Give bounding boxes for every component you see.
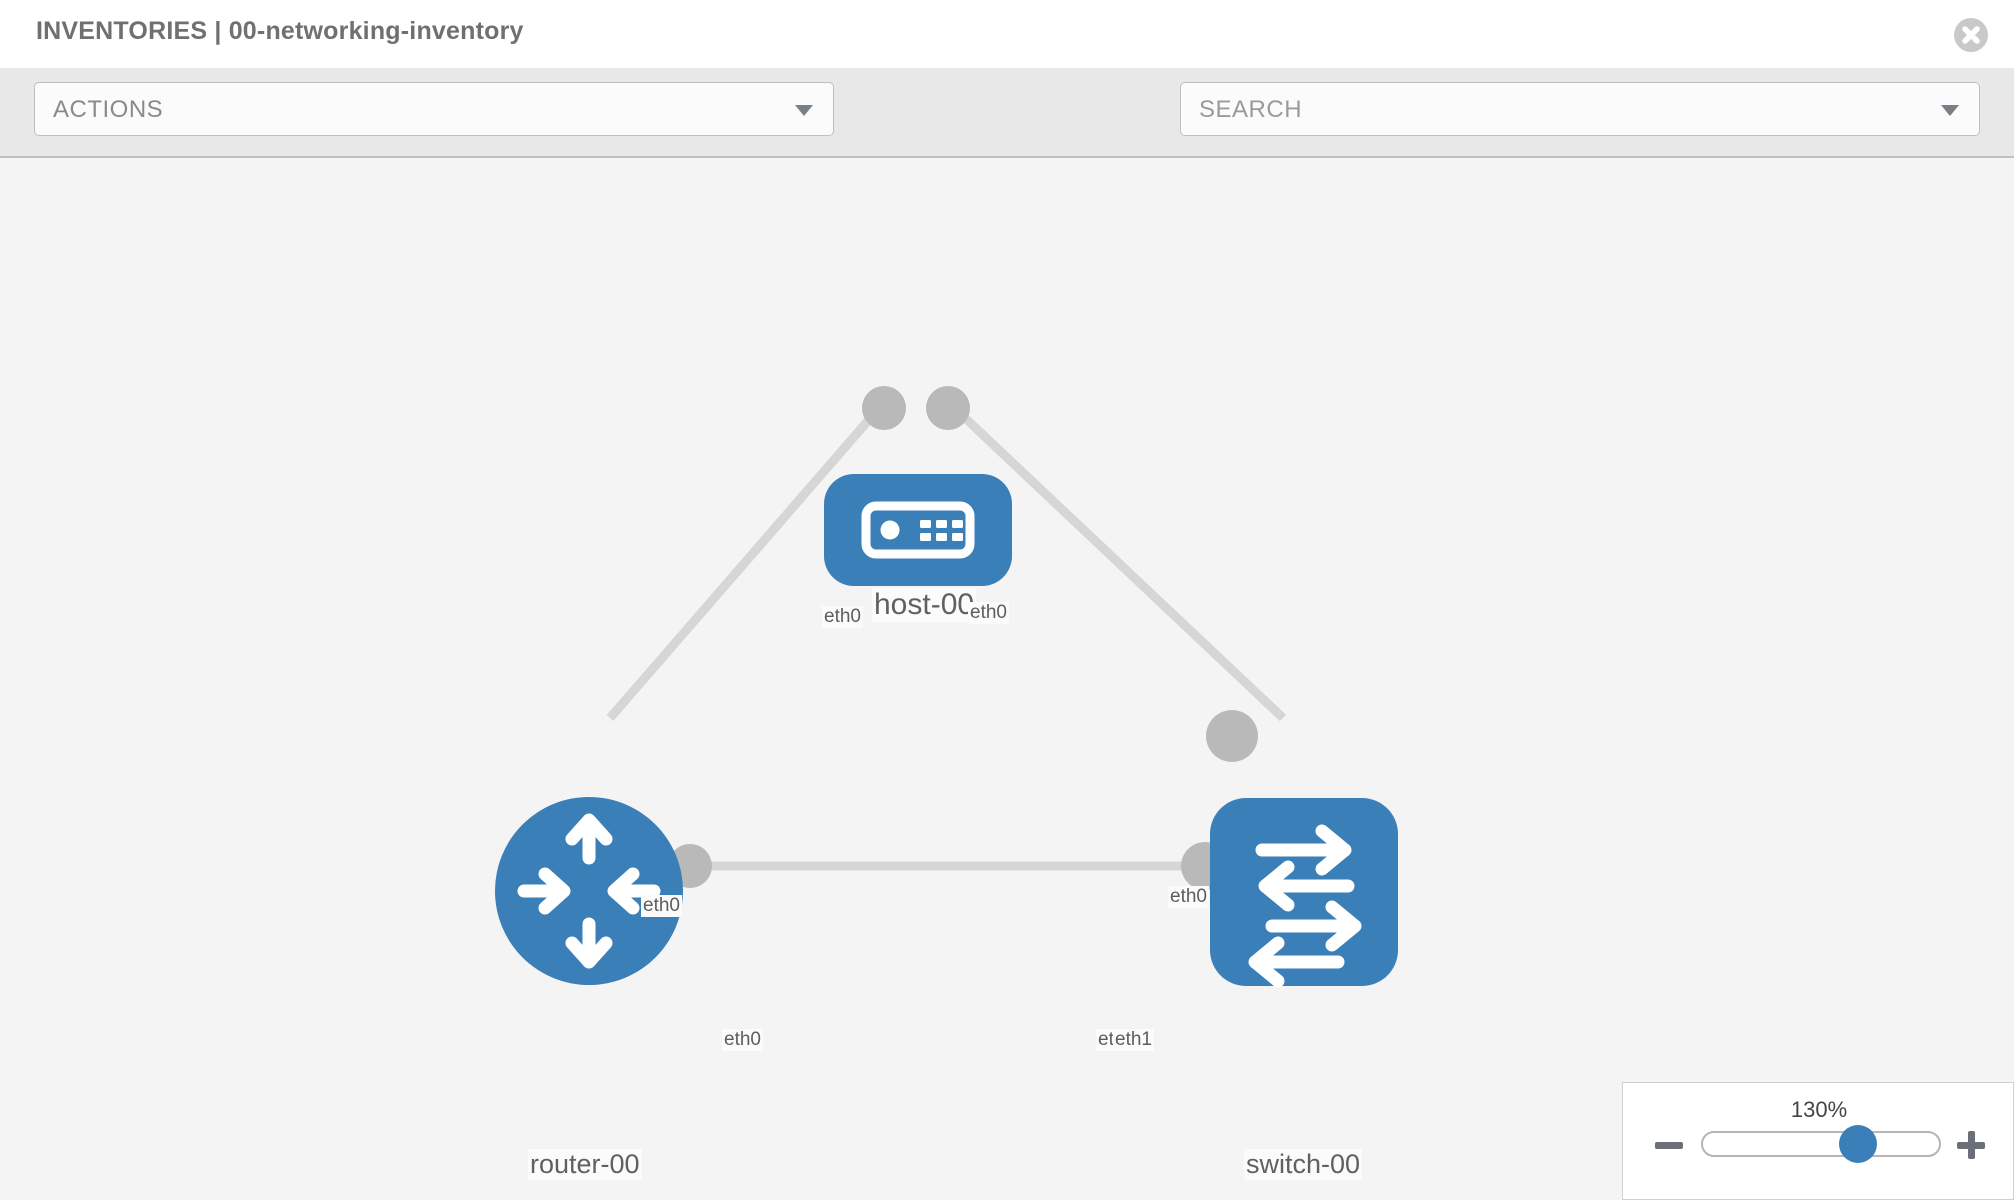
switch-arrows-icon [1248, 824, 1362, 988]
zoom-slider[interactable] [1701, 1131, 1941, 1157]
topology-connectors [668, 386, 1258, 890]
port-label-switch-west-eth1: eth1 [1113, 1029, 1154, 1051]
port-label-host-left: eth0 [822, 606, 863, 628]
topology-graph [495, 386, 1398, 988]
link-router-host [606, 397, 890, 721]
node-host-00-shape [824, 474, 1012, 586]
actions-dropdown-label: ACTIONS [53, 96, 164, 123]
port-label-host-right: eth0 [968, 602, 1009, 624]
link-host-switch [942, 396, 1287, 722]
chevron-down-icon [795, 105, 813, 116]
connector-host-right [926, 386, 970, 430]
port-label-switch-uplink: eth0 [1168, 886, 1209, 908]
node-label-router-00[interactable]: router-00 [528, 1149, 642, 1180]
actions-dropdown[interactable]: ACTIONS [34, 82, 834, 136]
node-host-00 [824, 474, 1012, 586]
zoom-control-panel: 130% [1622, 1082, 2014, 1200]
node-router-00 [495, 797, 683, 985]
topology-links [606, 396, 1287, 871]
close-icon[interactable] [1954, 18, 1988, 52]
topology-canvas[interactable]: host-00 router-00 switch-00 eth0 eth0 et… [0, 158, 2014, 1200]
minus-icon[interactable] [1653, 1129, 1685, 1161]
zoom-slider-thumb[interactable] [1839, 1125, 1877, 1163]
node-switch-00 [1210, 798, 1398, 988]
node-label-host-00[interactable]: host-00 [872, 588, 977, 622]
port-label-router-east: eth0 [722, 1029, 763, 1051]
page-title: INVENTORIES | 00-networking-inventory [36, 17, 524, 45]
search-input[interactable]: SEARCH [1180, 82, 1980, 136]
zoom-level-value: 130% [1790, 1097, 1848, 1122]
chevron-down-icon[interactable] [1941, 105, 1959, 116]
port-label-router-uplink: eth0 [641, 895, 682, 917]
connector-switch-nw [1206, 710, 1258, 762]
node-router-00-shape [495, 797, 683, 985]
connector-host-left [862, 386, 906, 430]
toolbar: ACTIONS SEARCH [0, 68, 2014, 196]
plus-icon[interactable] [1955, 1129, 1987, 1161]
page-header: INVENTORIES | 00-networking-inventory [0, 0, 2014, 68]
server-icon [861, 501, 975, 559]
router-arrows-icon [517, 813, 661, 969]
node-label-switch-00[interactable]: switch-00 [1244, 1149, 1363, 1180]
search-placeholder: SEARCH [1199, 96, 1303, 123]
